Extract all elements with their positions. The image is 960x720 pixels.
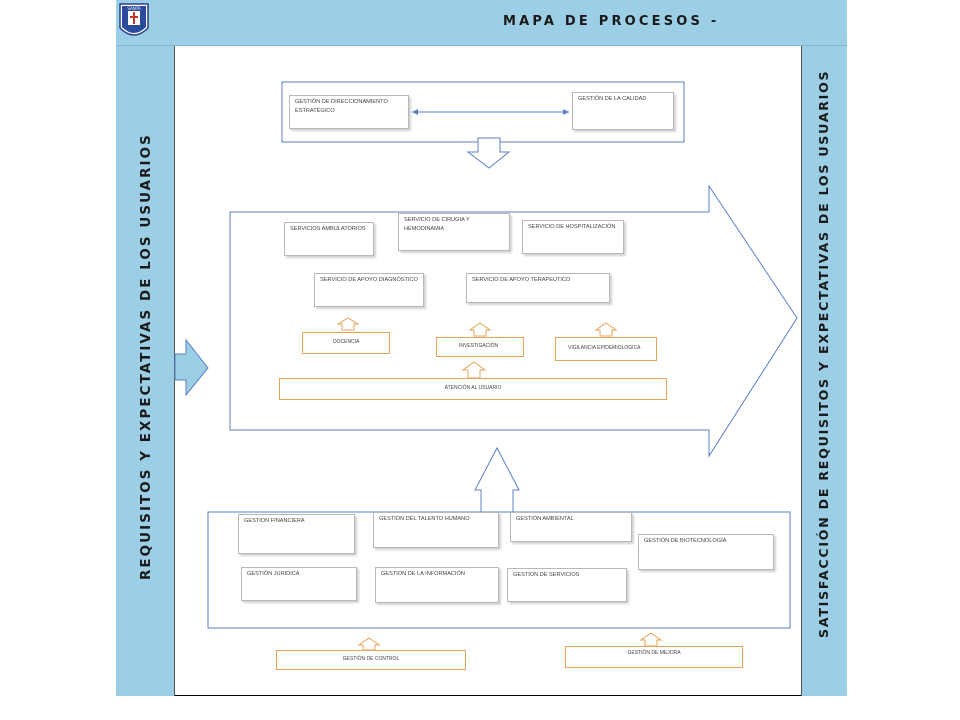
gestion-direccionamiento-box: GESTIÓN DE DIRECCIONAMIENTO ESTRATÉGICO (289, 95, 409, 129)
investigacion-up-arrow-icon (468, 322, 492, 337)
right-sidebar (801, 46, 847, 696)
left-sidebar (116, 46, 175, 696)
gestion-ambiental-box: GESTIÓN AMBIENTAL (510, 512, 632, 542)
gestion-biotecnologia-box: GESTIÓN DE BIOTECNOLOGÍA (638, 534, 774, 570)
page-title: MAPA DE PROCESOS - (503, 14, 720, 29)
docencia-box: DOCENCIA (302, 332, 390, 354)
servicio-cirugia-box: SERVICIO DE CIRUGIA Y HEMODINAMIA (398, 213, 510, 251)
down-arrow-icon (466, 137, 511, 169)
atencion-usuario-box: ATENCIÓN AL USUARIO (279, 378, 667, 400)
gestion-servicios-box: GESTION DE SERVICIOS (507, 568, 627, 602)
logo-text: SANTA (127, 6, 140, 11)
gestion-juridica-box: GESTIÓN JURIDICA (241, 567, 357, 601)
mejora-up-arrow-icon (639, 632, 663, 647)
servicio-apoyo-terapeutico-box: SERVICIO DE APOYO TERAPEÚTICO (466, 273, 610, 303)
vigilancia-up-arrow-icon (594, 322, 618, 337)
gestion-informacion-box: GESTION DE LA INFORMACIÓN (375, 567, 499, 603)
control-up-arrow-icon (357, 637, 381, 651)
logo-shield-icon: SANTA (119, 3, 149, 36)
gestion-talento-humano-box: GESTIÓN DEL TALENTO HUMANO (373, 512, 499, 548)
gestion-calidad-box: GESTIÓN DE LA CALIDAD (572, 92, 674, 130)
docencia-up-arrow-icon (336, 317, 360, 331)
up-arrow-icon (474, 446, 520, 513)
gestion-control-box: GESTIÓN DE CONTROL (276, 650, 466, 670)
atencion-up-arrow-icon (461, 361, 487, 379)
entry-arrow-icon (174, 338, 209, 397)
servicios-ambulatorios-box: SERVICIOS AMBULATORIOS (284, 222, 374, 256)
arrow-head-right-icon (563, 109, 569, 115)
gestion-financiera-box: GESTION FINANCIERA (238, 514, 355, 554)
header-bar: MAPA DE PROCESOS - (116, 0, 847, 46)
servicio-hospitalizacion-box: SERVICIO DE HOSPITALIZACIÓN (522, 220, 624, 254)
gestion-mejora-box: GESTIÓN DE MEJORA (565, 646, 743, 668)
arrow-head-left-icon (412, 109, 418, 115)
investigacion-box: INVESTIGACIÓN (436, 337, 524, 357)
servicio-apoyo-diagnostico-box: SERVICIO DE APOYO DIAGNÓSTICO (314, 273, 424, 307)
vigilancia-epidemiologica-box: VIGILANCIA EPIDEMIOLOGICA (555, 337, 657, 361)
